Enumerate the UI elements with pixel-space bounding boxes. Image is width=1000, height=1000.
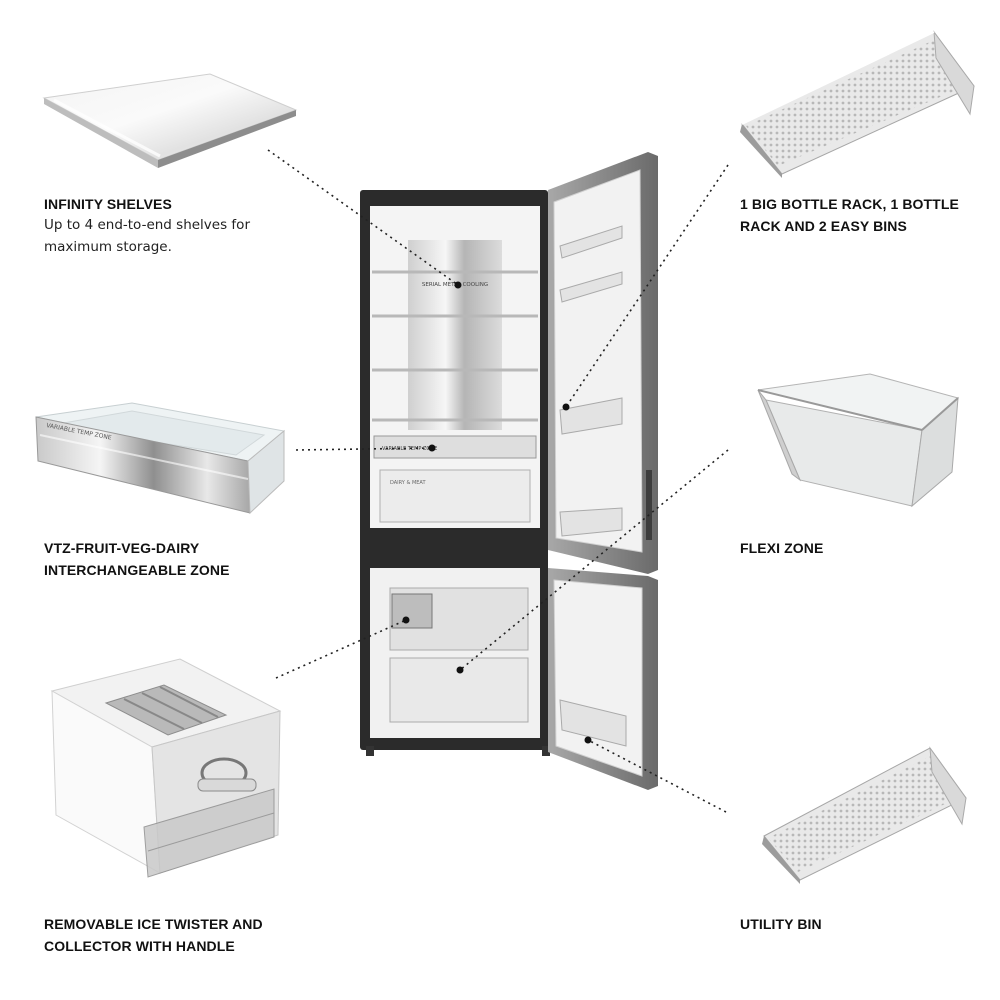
flexi-zone-image bbox=[757, 373, 960, 508]
utility-bin-image bbox=[762, 746, 967, 884]
flexi-zone-title: FLEXI ZONE bbox=[740, 540, 824, 556]
infinity-shelves-title: INFINITY SHELVES bbox=[44, 196, 172, 212]
vtz-drawer-in-fridge bbox=[373, 435, 537, 459]
bottle-rack-image bbox=[740, 30, 975, 178]
door-control-panel bbox=[646, 470, 652, 540]
ice-twister-in-fridge bbox=[391, 593, 433, 629]
refrigerator-image: SERIAL METAL COOLING VARIABLE TEMP ZONE … bbox=[360, 152, 658, 790]
infinity-shelf-set bbox=[372, 270, 538, 422]
ice-twister-title-line1: REMOVABLE ICE TWISTER AND bbox=[44, 916, 263, 932]
ice-twister-title-line2: COLLECTOR WITH HANDLE bbox=[44, 938, 235, 954]
infinity-shelves-desc-line2: maximum storage. bbox=[44, 239, 172, 255]
crisper-print: DAIRY & MEAT bbox=[390, 480, 426, 486]
vtz-drawer-image: VARIABLE TEMP ZONE bbox=[35, 402, 286, 515]
utility-bin-in-fridge bbox=[559, 699, 627, 747]
ice-twister-image bbox=[50, 658, 282, 878]
bottle-rack-title-line1: 1 BIG BOTTLE RACK, 1 BOTTLE bbox=[740, 196, 959, 212]
infinity-shelves-desc-line1: Up to 4 end-to-end shelves for bbox=[44, 217, 250, 233]
glass-shelf-image bbox=[42, 73, 298, 168]
upper-door-liner bbox=[553, 169, 643, 553]
vtz-title-line1: VTZ-FRUIT-VEG-DAIRY bbox=[44, 540, 200, 556]
vtz-title-line2: INTERCHANGEABLE ZONE bbox=[44, 562, 230, 578]
door-bins-upper bbox=[559, 225, 623, 537]
crisper-drawer bbox=[379, 469, 531, 523]
bottle-rack-title-line2: RACK AND 2 EASY BINS bbox=[740, 218, 907, 234]
vtz-print: VARIABLE TEMP ZONE bbox=[382, 446, 437, 452]
utility-bin-title: UTILITY BIN bbox=[740, 916, 822, 932]
